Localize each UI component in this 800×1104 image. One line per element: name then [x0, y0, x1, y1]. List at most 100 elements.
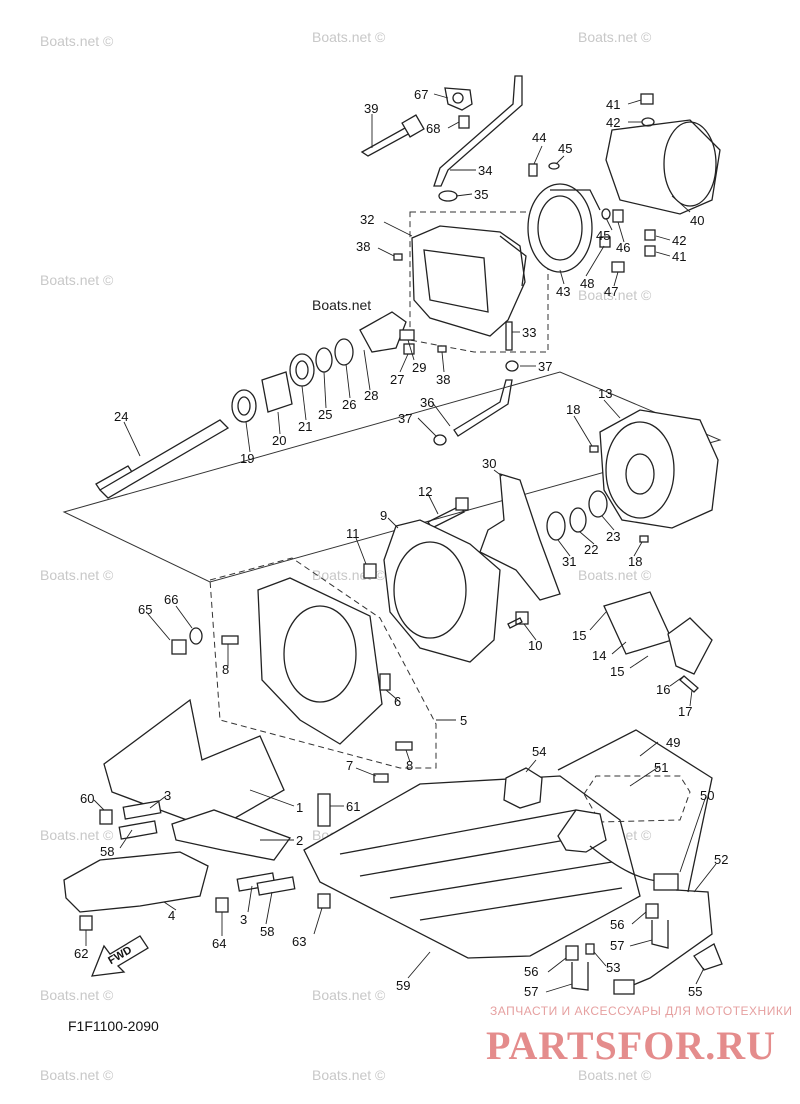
- callout-label: 6: [394, 694, 401, 709]
- callout-label: 45: [558, 141, 572, 156]
- watermark: Boats.net ©: [40, 987, 114, 1003]
- dashed-box-shaft: [62, 371, 722, 583]
- bracket-4: [63, 851, 209, 913]
- callout-label: 11: [346, 526, 360, 541]
- callout-label: 14: [592, 648, 606, 663]
- collar-48: [599, 236, 611, 248]
- callout-label: 65: [138, 602, 152, 617]
- callout-label: 27: [390, 372, 404, 387]
- bolt-12: [427, 497, 469, 529]
- callout-label: 36: [420, 395, 434, 410]
- callout-label: 21: [298, 419, 312, 434]
- bolt-44: [528, 163, 538, 177]
- callout-label: 41: [606, 97, 620, 112]
- seal-25: [315, 347, 333, 373]
- callout-label: 17: [678, 704, 692, 719]
- callout-label: 20: [272, 433, 286, 448]
- clamp-35: [438, 190, 458, 202]
- washer-27: [403, 343, 415, 355]
- hose-34: [433, 75, 523, 187]
- callout-label: 47: [604, 284, 618, 299]
- callout-label: 56: [524, 964, 538, 979]
- duct-9: [383, 519, 501, 663]
- callout-label: 28: [364, 388, 378, 403]
- shaft-24: [95, 419, 230, 499]
- spacer-31: [546, 511, 566, 541]
- callout-label: 26: [342, 397, 356, 412]
- callout-label: 35: [474, 187, 488, 202]
- watermark: Boats.net ©: [578, 287, 652, 303]
- callout-label: 15: [572, 628, 586, 643]
- callout-label: 59: [396, 978, 410, 993]
- callout-label: 3: [240, 912, 247, 927]
- cover-28: [359, 311, 407, 353]
- callout-label: 3: [164, 788, 171, 803]
- washer-22: [569, 507, 587, 533]
- pin-33: [505, 321, 513, 351]
- watermark: Boats.net ©: [40, 827, 114, 843]
- fwd-arrow-icon: FWD: [90, 935, 149, 977]
- callout-label: 2: [296, 833, 303, 848]
- callout-label: 55: [688, 984, 702, 999]
- nut-46: [612, 209, 624, 223]
- collar-42: [644, 229, 656, 241]
- impeller-30: [479, 473, 561, 601]
- callout-labels: 67 68 39 34 35 32 38 41 42 44 45 40 45 4…: [74, 87, 728, 999]
- stud-8: [221, 635, 413, 751]
- callout-label: 22: [584, 542, 598, 557]
- callout-label: 44: [532, 130, 546, 145]
- watermark-bold: Boats.net: [312, 297, 371, 313]
- callout-label: 48: [580, 276, 594, 291]
- sleeve-20: [261, 371, 293, 413]
- stud-7: [373, 773, 389, 783]
- watermark: Boats.net ©: [578, 29, 652, 45]
- callout-label: 33: [522, 325, 536, 340]
- collar-11: [363, 563, 377, 579]
- callout-label: 40: [690, 213, 704, 228]
- callout-label: 15: [610, 664, 624, 679]
- nut-65: [171, 639, 187, 655]
- spacer-2: [171, 809, 292, 861]
- callout-label: 16: [656, 682, 670, 697]
- screw-53: [585, 943, 595, 955]
- diagram-code: F1F1100-2090: [68, 1018, 159, 1034]
- steering-nozzle-43: [527, 183, 601, 273]
- harness-52: [613, 889, 713, 995]
- watermark: Boats.net ©: [578, 1067, 652, 1083]
- callout-label: 12: [418, 484, 432, 499]
- washer-66: [189, 627, 203, 645]
- bolt-64: [215, 897, 229, 913]
- watermark: Boats.net ©: [312, 1067, 386, 1083]
- callout-label: 13: [598, 386, 612, 401]
- callout-label: 52: [714, 852, 728, 867]
- watermark: Boats.net ©: [578, 567, 652, 583]
- seal-23: [588, 490, 608, 518]
- callout-label: 61: [346, 799, 360, 814]
- clip-55: [693, 943, 723, 971]
- callout-label: 50: [700, 788, 714, 803]
- grate-16: [603, 591, 713, 675]
- callout-label: 64: [212, 936, 226, 951]
- clamp-56: [565, 903, 659, 961]
- impeller-housing-13: [599, 409, 719, 529]
- callout-label: 29: [412, 360, 426, 375]
- callout-label: 37: [398, 411, 412, 426]
- callout-label: 57: [610, 938, 624, 953]
- bolt-10: [507, 611, 529, 629]
- brand-logo: PARTSFOR.RU: [486, 1023, 776, 1068]
- callout-label: 41: [672, 249, 686, 264]
- bolt-41: [644, 245, 656, 257]
- callout-label: 38: [436, 372, 450, 387]
- brand-caption: ЗАПЧАСТИ И АКСЕССУАРЫ ДЛЯ МОТОТЕХНИКИ: [490, 1004, 793, 1018]
- callout-label: 60: [80, 791, 94, 806]
- callout-label: 8: [406, 758, 413, 773]
- duct-adapter-5: [257, 577, 383, 745]
- callout-label: 1: [296, 800, 303, 815]
- callout-label: 5: [460, 713, 467, 728]
- callout-label: 8: [222, 662, 229, 677]
- leader-lines: [85, 93, 717, 993]
- callout-label: 57: [524, 984, 538, 999]
- callout-label: 18: [628, 554, 642, 569]
- holder-54: [503, 767, 543, 809]
- bolt-29: [399, 329, 415, 341]
